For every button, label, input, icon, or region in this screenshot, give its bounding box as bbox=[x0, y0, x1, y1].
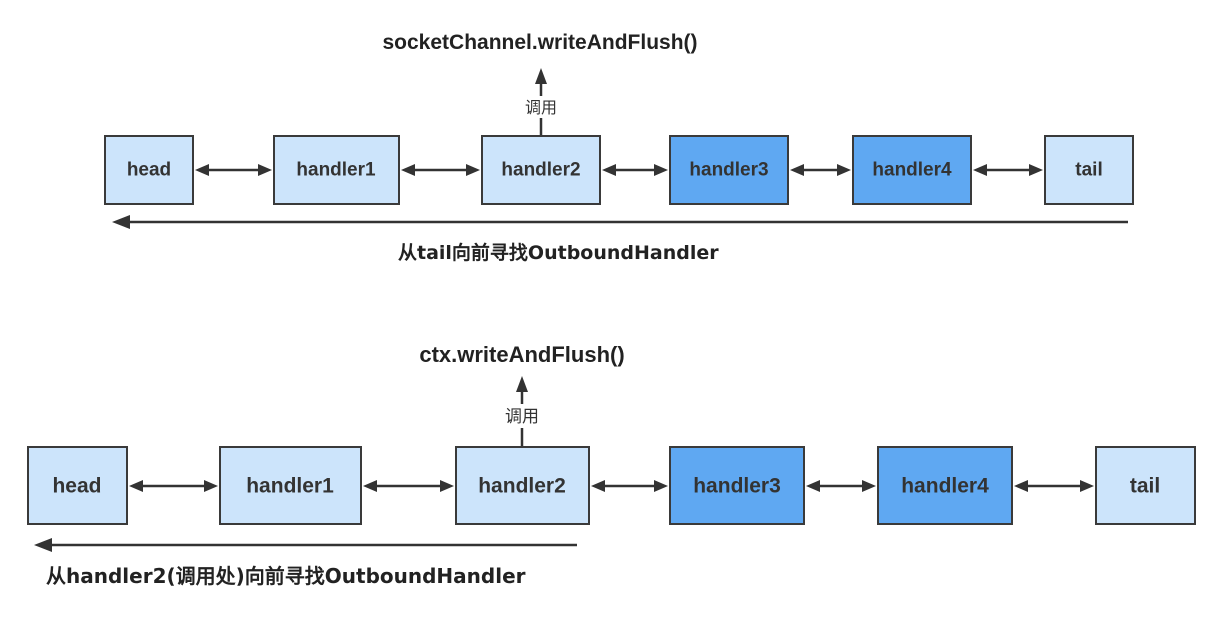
link-arrow bbox=[602, 164, 668, 176]
link-arrow bbox=[973, 164, 1043, 176]
node-handler3: handler3 bbox=[669, 446, 805, 525]
link-arrow bbox=[195, 164, 272, 176]
diagram-1: socketChannel.writeAndFlush() 调用 head ha… bbox=[104, 31, 1134, 264]
link-arrow bbox=[129, 480, 218, 492]
node-handler2: handler2 bbox=[481, 135, 601, 205]
svg-text:handler4: handler4 bbox=[901, 475, 989, 498]
node-head: head bbox=[104, 135, 194, 205]
node-handler1: handler1 bbox=[273, 135, 400, 205]
svg-text:handler1: handler1 bbox=[296, 160, 376, 181]
call-label: socketChannel.writeAndFlush() bbox=[382, 31, 697, 54]
node-handler1: handler1 bbox=[219, 446, 362, 525]
invoke-label: 调用 bbox=[525, 98, 557, 117]
invoke-arrowhead bbox=[535, 68, 547, 84]
node-handler4: handler4 bbox=[877, 446, 1013, 525]
node-handler4: handler4 bbox=[852, 135, 972, 205]
link-arrow bbox=[790, 164, 851, 176]
svg-text:tail: tail bbox=[1130, 475, 1160, 498]
node-handler2: handler2 bbox=[455, 446, 590, 525]
svg-text:handler4: handler4 bbox=[872, 160, 952, 181]
svg-text:handler3: handler3 bbox=[689, 160, 768, 181]
svg-text:handler2: handler2 bbox=[501, 160, 580, 181]
svg-text:handler2: handler2 bbox=[478, 475, 566, 498]
svg-text:handler3: handler3 bbox=[693, 475, 781, 498]
invoke-arrowhead bbox=[516, 376, 528, 392]
link-arrow bbox=[401, 164, 480, 176]
node-handler3: handler3 bbox=[669, 135, 789, 205]
search-direction-arrow bbox=[34, 538, 577, 552]
svg-text:head: head bbox=[52, 475, 101, 498]
search-direction-arrow bbox=[112, 215, 1128, 229]
invoke-label: 调用 bbox=[505, 407, 539, 427]
svg-text:tail: tail bbox=[1075, 160, 1102, 181]
node-tail: tail bbox=[1044, 135, 1134, 205]
node-head: head bbox=[27, 446, 128, 525]
svg-text:handler1: handler1 bbox=[246, 475, 334, 498]
caption-label: 从tail向前寻找OutboundHandler bbox=[398, 241, 719, 264]
call-label: ctx.writeAndFlush() bbox=[419, 342, 624, 367]
link-arrow bbox=[591, 480, 668, 492]
node-tail: tail bbox=[1095, 446, 1196, 525]
svg-text:head: head bbox=[127, 160, 171, 181]
diagram-2: ctx.writeAndFlush() 调用 head handler1 han… bbox=[27, 342, 1196, 588]
caption-label: 从handler2(调用处)向前寻找OutboundHandler bbox=[46, 564, 526, 588]
link-arrow bbox=[1014, 480, 1094, 492]
link-arrow bbox=[806, 480, 876, 492]
link-arrow bbox=[363, 480, 454, 492]
